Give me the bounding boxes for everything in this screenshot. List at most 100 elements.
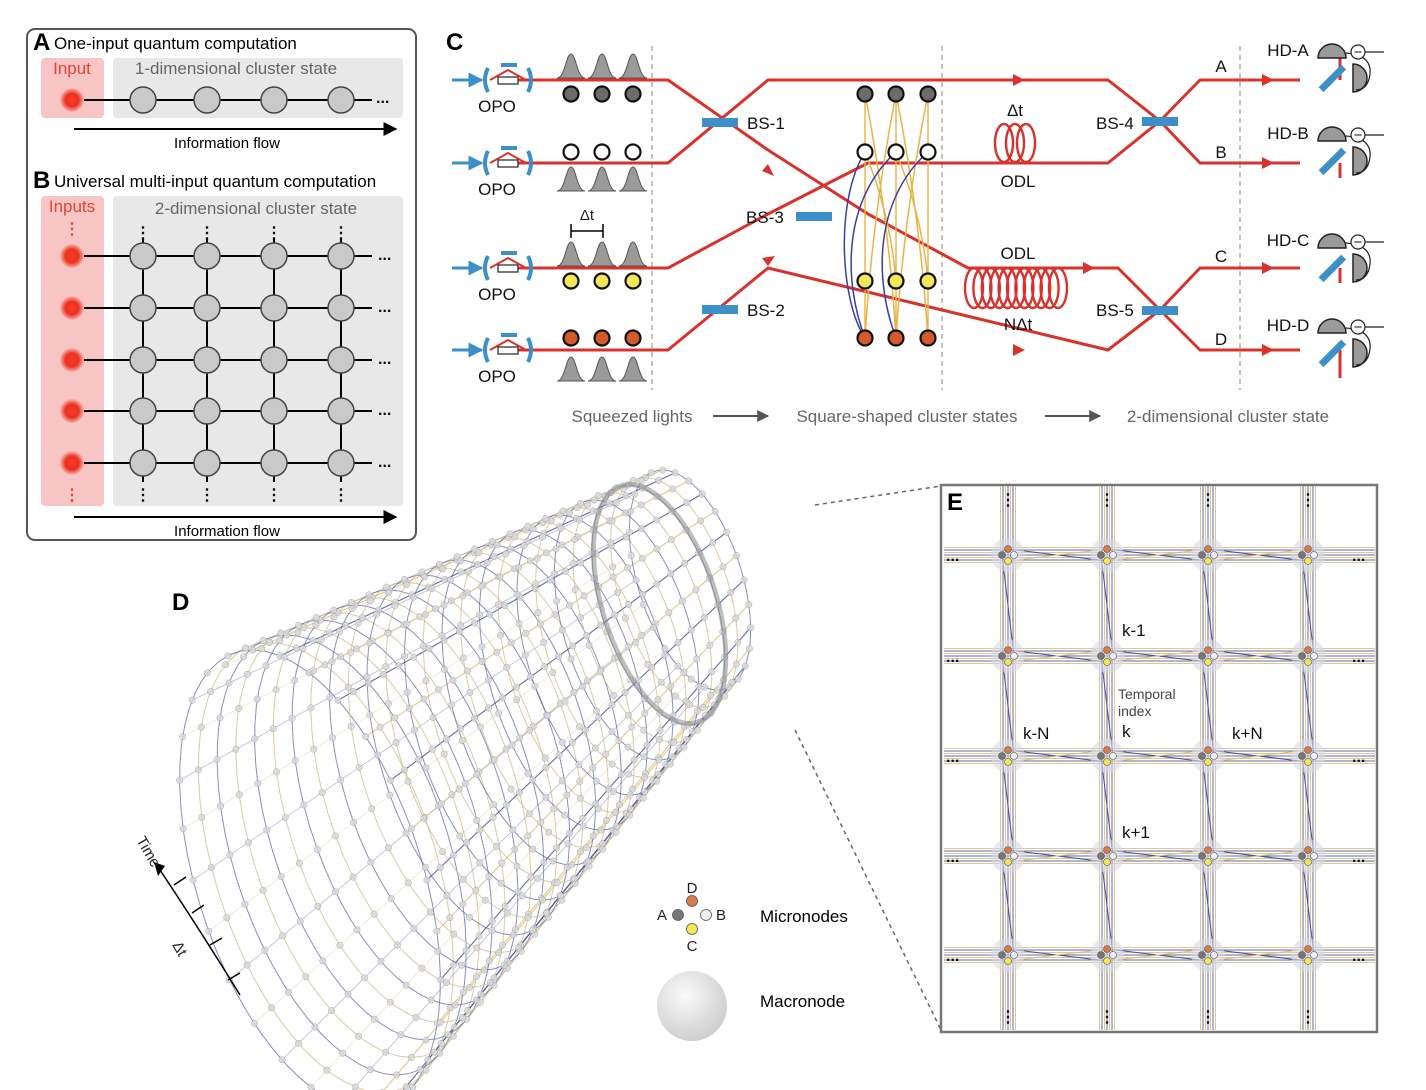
micronode-c	[1004, 957, 1012, 965]
homodyne-detectors: HD-A−HD-B−HD-C−HD-D−	[1267, 41, 1384, 368]
macronode	[466, 689, 474, 696]
macronode	[492, 843, 500, 850]
link-yellow	[895, 93, 929, 339]
macronode	[555, 751, 563, 759]
odl-label-2: ODL	[1001, 244, 1036, 263]
micronode-b	[1109, 652, 1117, 660]
macronode	[669, 485, 677, 493]
macronode	[605, 499, 613, 507]
macronode	[552, 545, 560, 553]
macronode	[328, 658, 336, 665]
macronode	[514, 944, 522, 952]
macronode-label: Macronode	[760, 992, 845, 1011]
micronode-d	[1103, 846, 1111, 854]
macronode	[374, 751, 382, 759]
micronode-b-marker	[700, 909, 712, 921]
macronode	[291, 676, 299, 684]
macronode	[541, 663, 549, 671]
delay-coil-short	[993, 122, 1037, 164]
macronode	[612, 499, 620, 507]
homodyne-detector: HD-D−	[1267, 316, 1384, 368]
micronode-a-marker	[672, 909, 684, 921]
macronode	[457, 557, 465, 565]
diagonal-link	[1106, 749, 1209, 763]
col-vdots-bottom: ⋮	[1200, 1009, 1216, 1026]
macronode	[558, 541, 566, 549]
detector-label: HD-B	[1267, 124, 1309, 143]
diagonal-link	[1207, 749, 1309, 763]
micronode-c	[1103, 658, 1111, 666]
input-node	[60, 451, 84, 475]
macronode	[1191, 538, 1225, 572]
input-node	[60, 348, 84, 372]
macronode	[511, 846, 519, 853]
macronode	[594, 492, 602, 500]
macronode	[477, 583, 485, 590]
micronode-d	[1103, 945, 1111, 953]
cluster-node	[129, 346, 157, 374]
macronode	[597, 826, 605, 834]
micronode-a	[998, 951, 1006, 959]
macronode	[507, 545, 514, 553]
macronode	[423, 876, 431, 884]
panel-d-letter: D	[172, 589, 189, 616]
micronode-a	[998, 752, 1006, 760]
macronode	[326, 694, 334, 702]
macronode	[584, 677, 591, 685]
inputs-vdots-top: ⋮	[64, 221, 80, 238]
arrowhead	[1013, 74, 1025, 86]
macronode	[579, 814, 586, 822]
cluster-node	[327, 449, 355, 477]
homodyne-detector: HD-C−	[1267, 231, 1384, 283]
macronode	[557, 892, 564, 900]
macronode	[481, 896, 489, 904]
cluster-mode	[856, 329, 874, 347]
macronode	[524, 522, 532, 530]
arrowhead	[762, 256, 775, 266]
macronode	[455, 628, 463, 635]
macronode	[654, 696, 662, 704]
macronode	[627, 805, 635, 813]
macronode	[711, 507, 719, 515]
row-ellipsis-right: ...	[1352, 948, 1365, 965]
cluster-mode	[919, 85, 937, 103]
input-label: Input	[53, 59, 91, 78]
homodyne-detector: HD-A−	[1267, 41, 1384, 93]
output-d-label: D	[1215, 330, 1227, 349]
macronode	[323, 1066, 331, 1074]
micronode-b	[1310, 652, 1318, 660]
macronode	[488, 537, 496, 545]
diagonal-link	[1001, 554, 1015, 657]
macronode	[364, 679, 372, 687]
macronode	[513, 862, 521, 870]
micronode-label: Micronodes	[760, 907, 848, 926]
macronode	[459, 654, 467, 662]
micronode-b	[1310, 551, 1318, 559]
micronode-b	[1109, 752, 1117, 760]
squeezed-pulse	[556, 166, 586, 192]
macronode	[402, 981, 410, 989]
macronode	[243, 670, 251, 678]
macronode	[513, 590, 521, 598]
macronode	[466, 913, 473, 921]
micronode-c	[1204, 658, 1212, 666]
micronode-d-letter: D	[687, 880, 698, 897]
macronode	[582, 844, 590, 851]
macronode	[317, 636, 325, 644]
macronode	[609, 573, 617, 581]
opo-mirror-left	[483, 255, 490, 281]
macronode	[615, 801, 623, 809]
macronode	[349, 688, 357, 696]
macronode	[334, 696, 342, 704]
macronode	[493, 541, 501, 549]
opo-cavity	[489, 151, 527, 164]
macronode	[412, 1013, 420, 1021]
macronode	[576, 794, 584, 802]
squeezed-pulse	[618, 53, 648, 79]
macronode	[450, 930, 458, 938]
micronode-b	[1109, 852, 1117, 860]
macronode	[433, 927, 441, 935]
macronode	[473, 816, 481, 824]
macronode	[463, 839, 471, 846]
macronode	[436, 1019, 444, 1026]
